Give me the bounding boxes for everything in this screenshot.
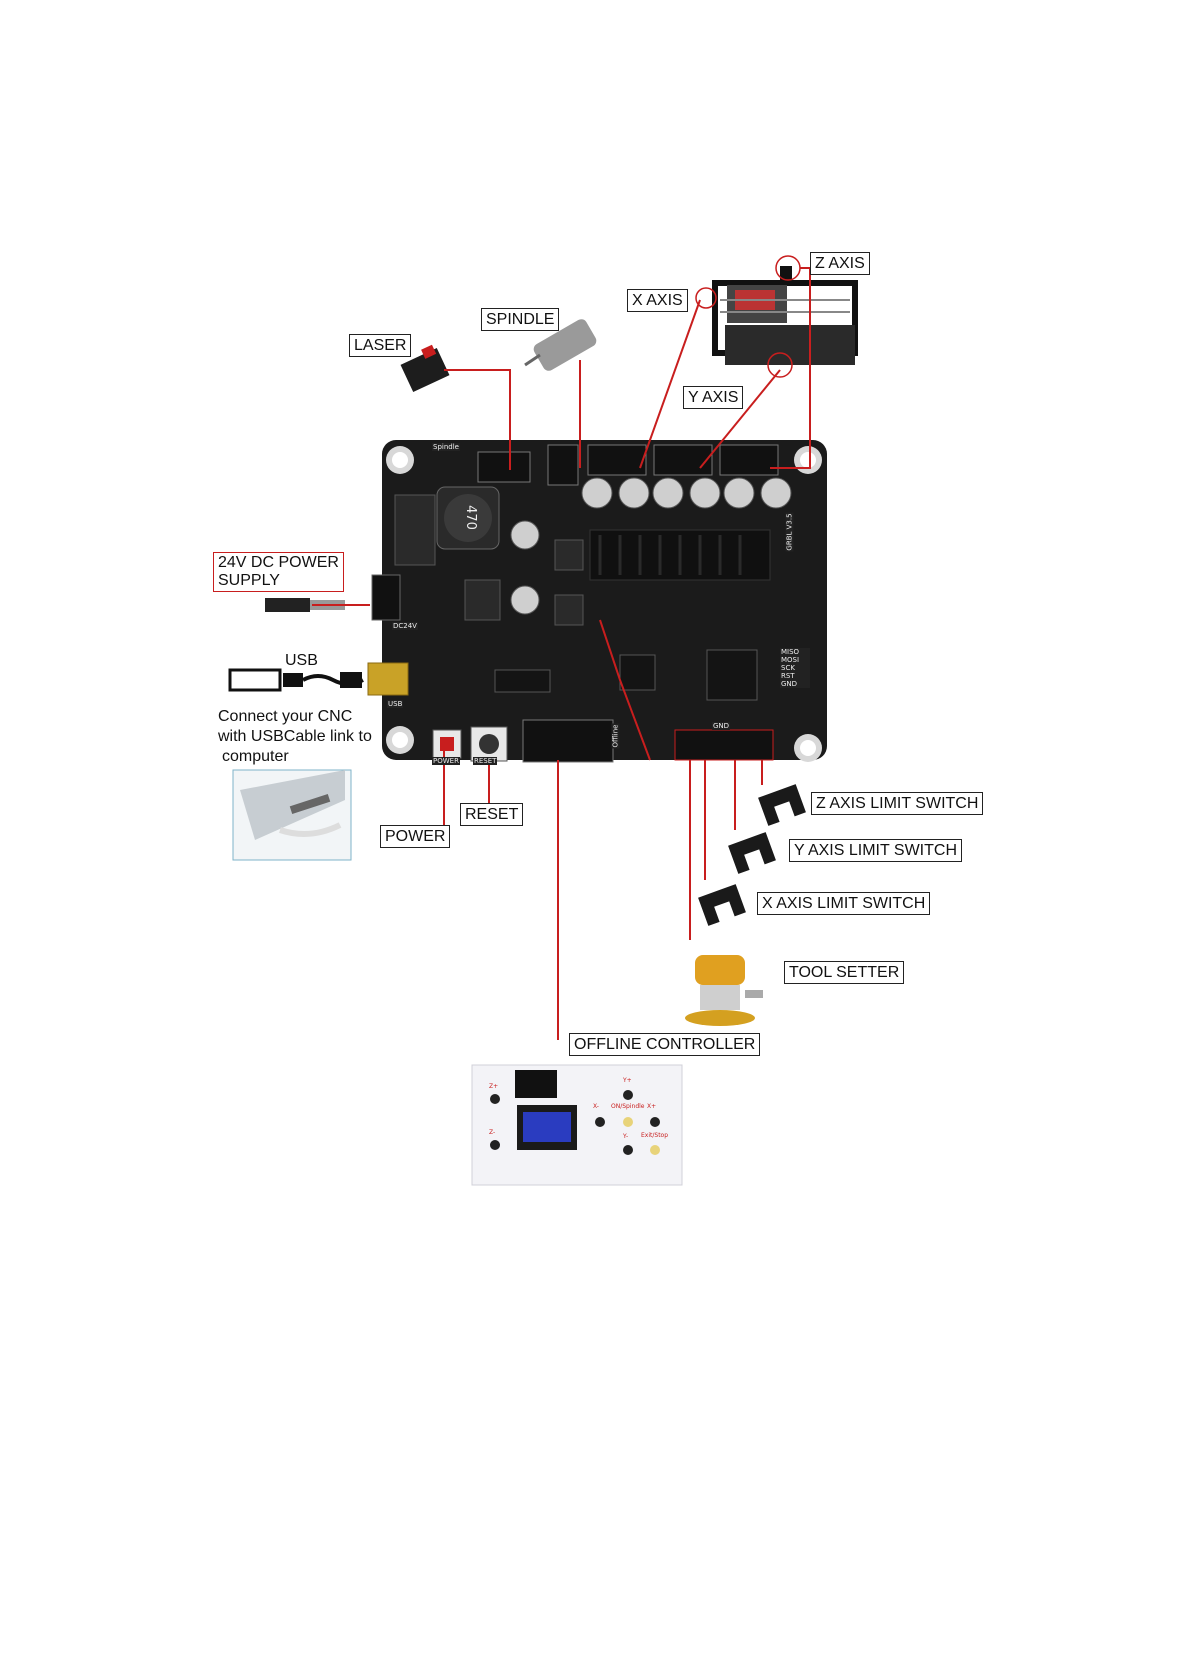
controller-z-minus: Z- xyxy=(489,1129,496,1136)
reset-label: RESET xyxy=(460,803,524,826)
power-supply-label: 24V DC POWER SUPPLY xyxy=(213,552,344,592)
y-limit-switch-label: Y AXIS LIMIT SWITCH xyxy=(789,839,962,862)
tool-setter-graphic xyxy=(685,955,763,1026)
x-limit-switch-label: X AXIS LIMIT SWITCH xyxy=(757,892,931,915)
usb-note-line3: computer xyxy=(222,748,289,765)
inductor-marking: 470 xyxy=(462,505,478,530)
tool-setter-label: TOOL SETTER xyxy=(784,961,905,984)
usb-note-line1: Connect your CNC xyxy=(218,708,353,725)
controller-board xyxy=(367,440,827,763)
wire-laser xyxy=(444,369,511,470)
z-axis-label: Z AXIS xyxy=(810,252,870,275)
usb-cable-graphic xyxy=(228,668,364,692)
y-axis-label: Y AXIS xyxy=(683,386,744,409)
board-version-marking: GRBL V3.5 xyxy=(785,512,794,552)
cnc-machine xyxy=(712,266,858,365)
usb-port-marking: USB xyxy=(387,700,404,708)
gnd-marking: GND xyxy=(712,722,731,730)
laser-module xyxy=(400,344,450,393)
power-supply-label-line1: 24V DC POWER xyxy=(218,554,339,571)
laptop-usb-photo xyxy=(232,769,352,861)
offline-header-marking: Offline xyxy=(611,723,620,749)
wire-x-axis xyxy=(639,299,701,469)
controller-exit-stop: Exit/Stop xyxy=(641,1132,669,1139)
reset-button-marking: RESET xyxy=(473,757,498,765)
y-motor-marker xyxy=(767,352,793,378)
offline-controller-graphic xyxy=(471,1064,683,1186)
controller-on-spindle: ON/Spindle xyxy=(611,1103,645,1110)
wire-y-axis xyxy=(699,369,781,469)
controller-y-plus: Y+ xyxy=(623,1077,632,1084)
x-motor-marker xyxy=(695,287,717,309)
usb-label: USB xyxy=(285,652,318,669)
dc-jack-marking: DC24V xyxy=(392,622,418,630)
spindle-label: SPINDLE xyxy=(481,308,560,331)
controller-z-plus: Z+ xyxy=(489,1083,499,1090)
z-limit-switch-label: Z AXIS LIMIT SWITCH xyxy=(811,792,984,815)
controller-y-minus: Y- xyxy=(623,1133,629,1140)
x-axis-label: X AXIS xyxy=(627,289,688,312)
wire-z-axis xyxy=(770,267,811,469)
power-label: POWER xyxy=(380,825,451,848)
spindle-motor xyxy=(524,319,597,371)
wiring-lines xyxy=(312,267,811,1040)
offline-controller-label: OFFLINE CONTROLLER xyxy=(569,1033,761,1056)
spindle-header-marking: Spindle xyxy=(432,443,460,451)
icsp-header-marking: MISO MOSI SCK RST GND xyxy=(780,648,810,688)
controller-x-minus: X- xyxy=(593,1103,599,1110)
power-supply-label-line2: SUPPLY xyxy=(218,572,280,589)
controller-x-plus: X+ xyxy=(647,1103,657,1110)
wire-jumper xyxy=(599,619,651,761)
usb-note-line2: with USBCable link to xyxy=(218,728,372,745)
power-button-marking: POWER xyxy=(432,757,460,765)
limit-switch-graphics xyxy=(698,784,806,926)
laser-label: LASER xyxy=(349,334,412,357)
